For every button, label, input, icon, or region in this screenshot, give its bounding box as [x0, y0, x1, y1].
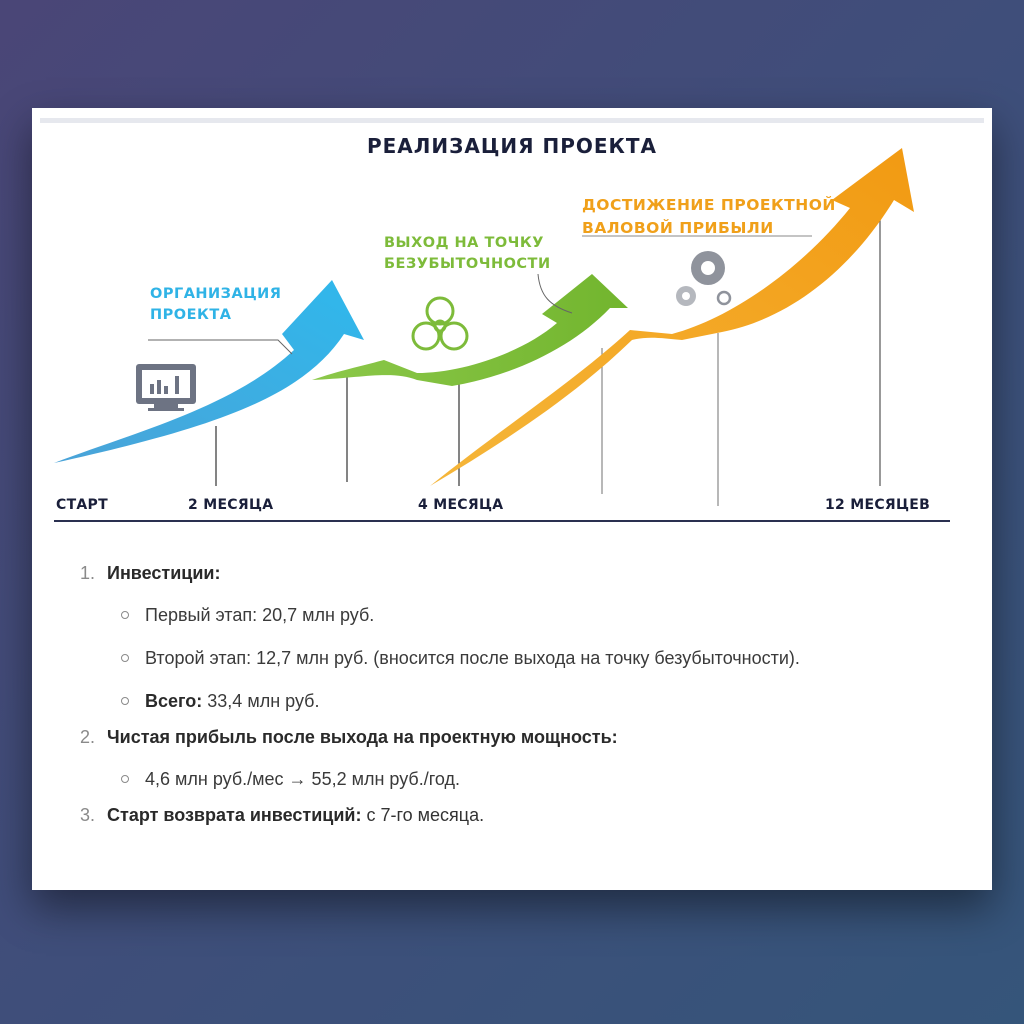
- list-item-payback-start: 3. Старт возврата инвестиций: с 7-го мес…: [80, 805, 485, 825]
- monitor-chart-icon: [136, 364, 196, 411]
- stage-label-gross-profit: ДОСТИЖЕНИЕ ПРОЕКТНОЙ ВАЛОВОЙ ПРИБЫЛИ: [582, 196, 836, 237]
- timeline-start: СТАРТ: [56, 497, 108, 513]
- diagram-title: РЕАЛИЗАЦИЯ ПРОЕКТА: [366, 134, 658, 158]
- timeline-4-months: 4 МЕСЯЦА: [418, 497, 504, 513]
- blue-growth-arrow: [54, 280, 364, 463]
- green-leader-line: [537, 273, 573, 314]
- list-item-title: Инвестиции:: [107, 563, 221, 583]
- sub-item: Второй этап: 12,7 млн руб. (вносится пос…: [107, 645, 992, 671]
- list-item-title: Старт возврата инвестиций:: [107, 805, 362, 825]
- sub-item: 4,6 млн руб./мес → 55,2 млн руб./год.: [107, 766, 992, 792]
- content-card: РЕАЛИЗАЦИЯ ПРОЕКТА ОРГАНИЗАЦИЯ ПРОЕКТА В…: [32, 108, 992, 890]
- arrows-graphic: [54, 148, 914, 506]
- blue-leader-line: [148, 339, 293, 355]
- list-item-title: Чистая прибыль после выхода на проектную…: [107, 727, 618, 747]
- orange-growth-arrow: [430, 148, 914, 486]
- list-item-investments: 1. Инвестиции: Первый этап: 20,7 млн руб…: [32, 560, 992, 714]
- gears-outline-icon: [411, 296, 469, 351]
- list-item-net-profit: 2. Чистая прибыль после выхода на проект…: [32, 724, 992, 792]
- summary-list: 1. Инвестиции: Первый этап: 20,7 млн руб…: [32, 538, 992, 846]
- gears-grey-icon: [676, 251, 732, 306]
- green-growth-arrow: [312, 274, 628, 386]
- sub-item: Всего: 33,4 млн руб.: [107, 688, 992, 714]
- stage-label-breakeven: ВЫХОД НА ТОЧКУ БЕЗУБЫТОЧНОСТИ: [384, 235, 551, 272]
- timeline-2-months: 2 МЕСЯЦА: [188, 497, 274, 513]
- sub-item: Первый этап: 20,7 млн руб.: [107, 602, 992, 628]
- timeline-axis: [54, 520, 950, 522]
- top-divider: [40, 118, 984, 123]
- stage-label-organization: ОРГАНИЗАЦИЯ ПРОЕКТА: [150, 286, 282, 323]
- project-timeline-diagram: РЕАЛИЗАЦИЯ ПРОЕКТА ОРГАНИЗАЦИЯ ПРОЕКТА В…: [32, 108, 992, 538]
- timeline-12-months: 12 МЕСЯЦЕВ: [825, 497, 931, 513]
